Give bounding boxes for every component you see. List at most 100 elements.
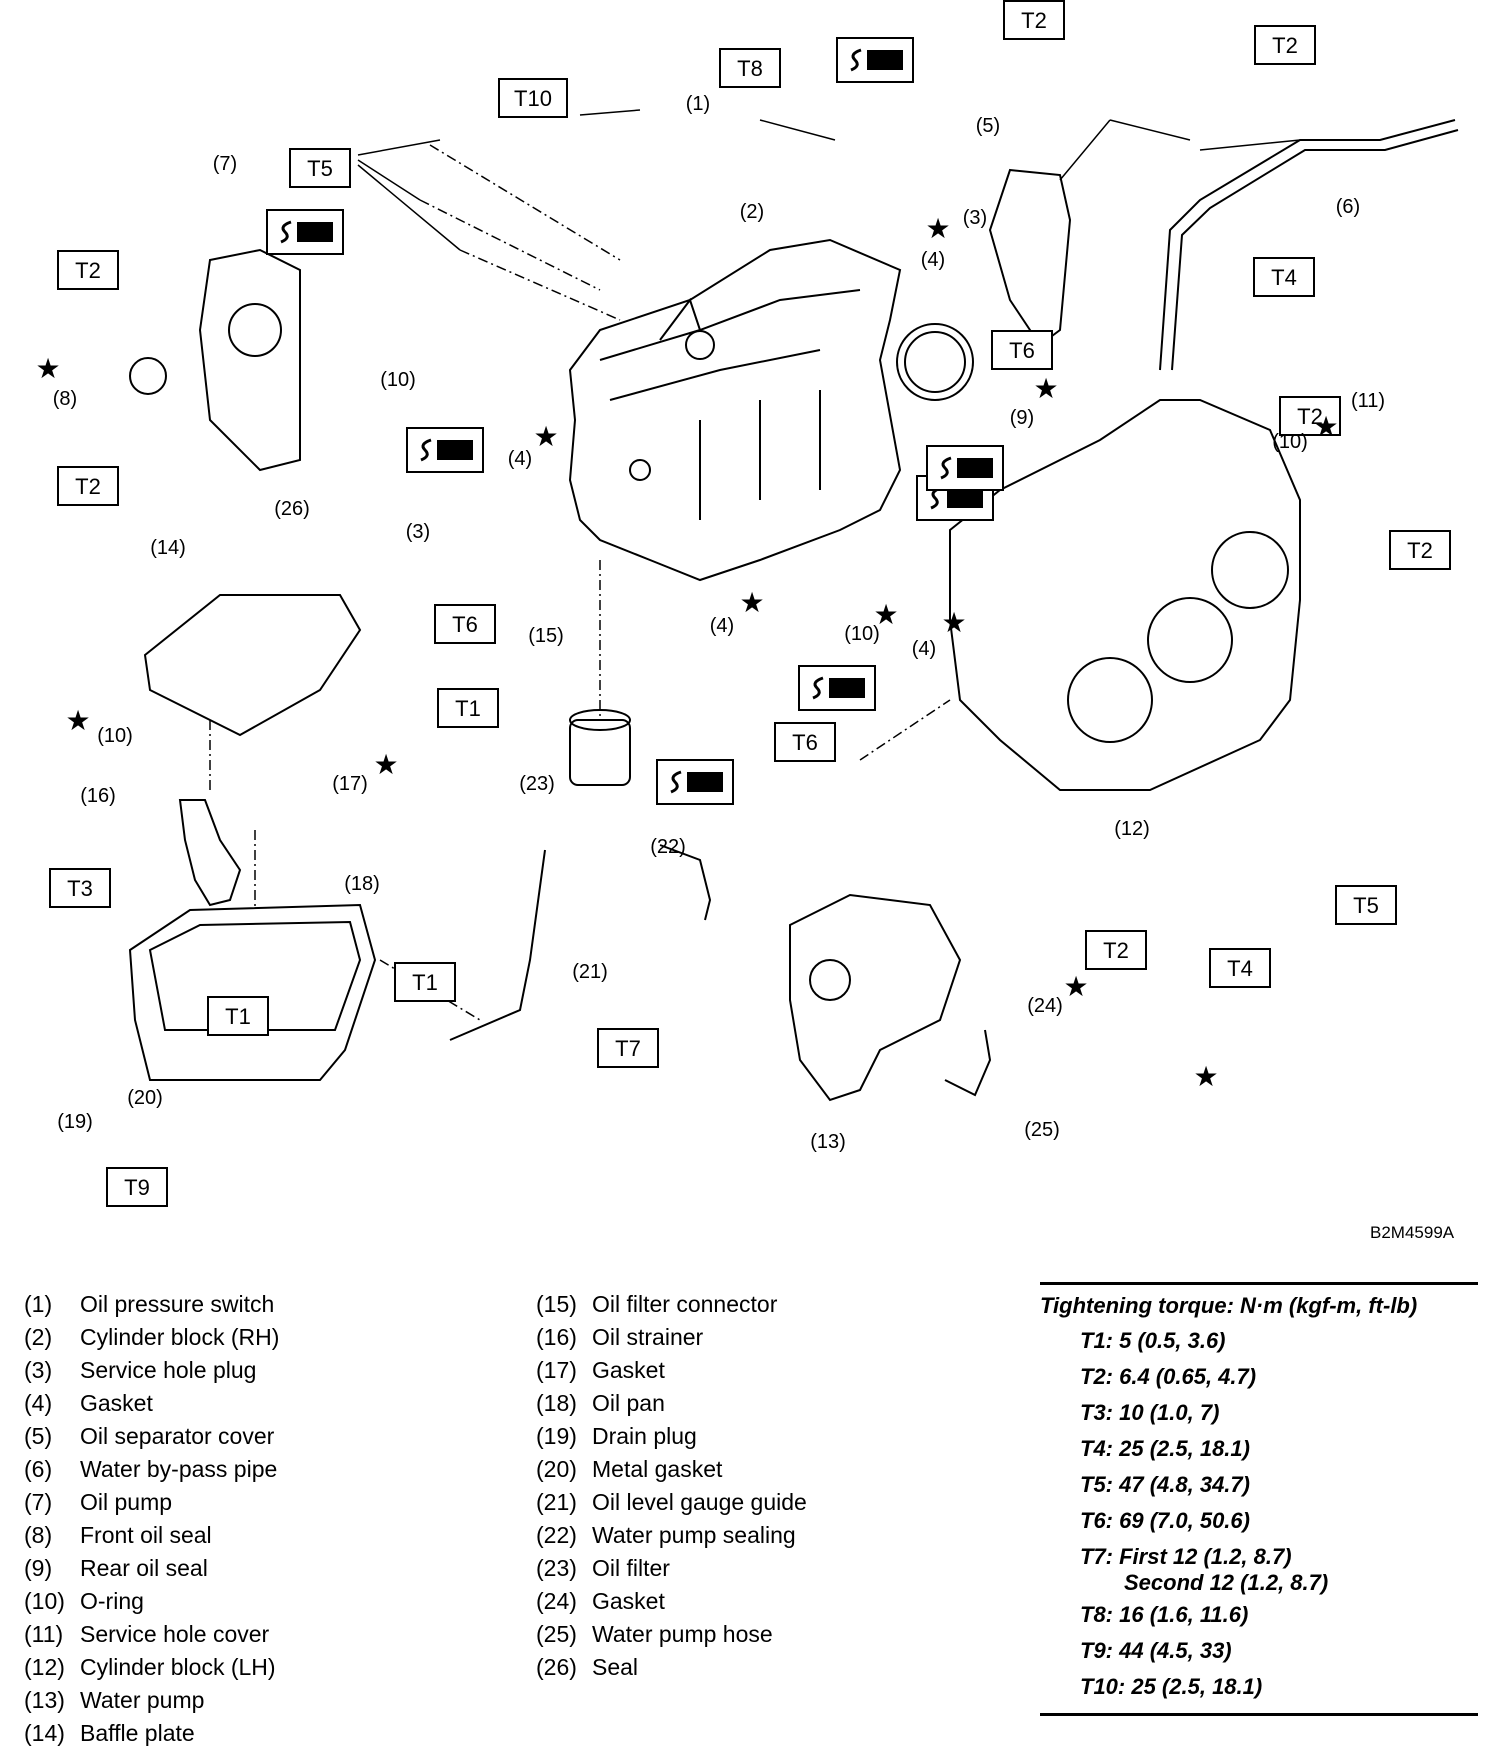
oil-pump-bore bbox=[228, 303, 282, 357]
legend-number: (17) bbox=[536, 1357, 577, 1383]
legend-number: (2) bbox=[24, 1324, 53, 1350]
star-mark: ★ bbox=[533, 421, 558, 452]
torque-tag-label: T1 bbox=[225, 1004, 251, 1029]
legend-item: (9)Rear oil seal bbox=[24, 1552, 279, 1585]
part-callout: (16) bbox=[80, 785, 116, 807]
legend-number: (6) bbox=[24, 1456, 53, 1482]
torque-tag: T1 bbox=[207, 996, 269, 1036]
part-callout: (2) bbox=[740, 201, 764, 223]
legend-number: (25) bbox=[536, 1621, 577, 1647]
legend-item: (4) Gasket bbox=[24, 1387, 279, 1420]
legend-number: (5) bbox=[24, 1423, 53, 1449]
torque-value: T9: 44 (4.5, 33) bbox=[1080, 1638, 1232, 1663]
torque-tag: T4 bbox=[1253, 257, 1315, 297]
torque-tag-label: T9 bbox=[124, 1175, 150, 1200]
oil-separator-cover bbox=[988, 168, 1072, 347]
legend-label: Gasket bbox=[80, 1390, 153, 1416]
torque-tag: T1 bbox=[394, 962, 456, 1002]
part-callout: (6) bbox=[1336, 196, 1360, 218]
torque-tag-label: T7 bbox=[615, 1036, 641, 1061]
star-mark: ★ bbox=[65, 705, 90, 736]
legend-number: (12) bbox=[24, 1654, 65, 1680]
legend-label: Oil pan bbox=[592, 1390, 665, 1416]
legend-label: Gasket bbox=[592, 1588, 665, 1614]
part-callout: (19) bbox=[57, 1111, 93, 1133]
torque-tag: T2 bbox=[1389, 530, 1451, 570]
torque-tag-label: T2 bbox=[1407, 538, 1433, 563]
legend-label: Front oil seal bbox=[80, 1522, 212, 1548]
water-pump bbox=[789, 893, 962, 1102]
legend-label: Oil filter bbox=[592, 1555, 670, 1581]
cylinder-bore bbox=[1067, 657, 1153, 743]
cylinder-block-rh bbox=[568, 238, 902, 582]
part-callout: (8) bbox=[53, 388, 77, 410]
water-bypass-pipe bbox=[1159, 119, 1456, 371]
torque-tag: T10 bbox=[498, 78, 568, 118]
torque-rule-bottom bbox=[1040, 1713, 1478, 1716]
torque-tag-label: T3 bbox=[67, 876, 93, 901]
legend-label: Cylinder block (LH) bbox=[80, 1654, 276, 1680]
legend-label: Oil pressure switch bbox=[80, 1291, 275, 1317]
part-callout: (11) bbox=[1351, 390, 1385, 412]
sealant-symbol-icon bbox=[926, 445, 1004, 491]
torque-tag: T5 bbox=[289, 148, 351, 188]
sealant-symbol-icon bbox=[266, 209, 344, 255]
sealant-symbol-icon bbox=[406, 427, 484, 473]
star-mark: ★ bbox=[1313, 411, 1338, 442]
legend-number: (22) bbox=[536, 1522, 577, 1548]
legend-item: (6) Water by-pass pipe bbox=[24, 1453, 279, 1486]
star-mark: ★ bbox=[941, 607, 966, 638]
legend-item: (15)Oil filter connector bbox=[536, 1288, 807, 1321]
torque-tag-label: T6 bbox=[452, 612, 478, 637]
star-mark: ★ bbox=[1033, 373, 1058, 404]
torque-rows: T1: 5 (0.5, 3.6)T2: 6.4 (0.65, 4.7)T3: 1… bbox=[1040, 1323, 1478, 1705]
part-callout: (3) bbox=[963, 207, 987, 229]
legend-item: (23) Oil filter bbox=[536, 1552, 807, 1585]
torque-tag: T6 bbox=[991, 330, 1053, 370]
legend-number: (7) bbox=[24, 1489, 53, 1515]
torque-tag-label: T5 bbox=[1353, 893, 1379, 918]
oil-pump bbox=[198, 248, 301, 472]
parts-legend-left: (1)Oil pressure switch(2)Cylinder block … bbox=[24, 1288, 279, 1750]
legend-label: Cylinder block (RH) bbox=[80, 1324, 280, 1350]
legend-label: Service hole plug bbox=[80, 1357, 257, 1383]
star-mark: ★ bbox=[1063, 971, 1088, 1002]
part-callout: (1) bbox=[686, 93, 710, 115]
part-callout: (21) bbox=[572, 961, 608, 983]
legend-item: (11)Service hole cover bbox=[24, 1618, 279, 1651]
oil-filter bbox=[569, 719, 631, 786]
legend-number: (4) bbox=[24, 1390, 53, 1416]
legend-label: Water by-pass pipe bbox=[80, 1456, 278, 1482]
torque-value: T6: 69 (7.0, 50.6) bbox=[1080, 1508, 1250, 1533]
torque-tag-label: T6 bbox=[1009, 338, 1035, 363]
part-callout: (22) bbox=[650, 836, 686, 858]
water-bypass-pipe-edge bbox=[1171, 129, 1459, 371]
torque-tag-label: T1 bbox=[455, 696, 481, 721]
legend-label: Oil strainer bbox=[592, 1324, 704, 1350]
torque-tag-label: T2 bbox=[1272, 33, 1298, 58]
oil-pan-inner bbox=[148, 920, 362, 1031]
torque-tag-label: T4 bbox=[1271, 265, 1297, 290]
legend-number: (14) bbox=[24, 1720, 65, 1746]
torque-value: T10: 25 (2.5, 18.1) bbox=[1080, 1674, 1263, 1699]
legend-label: Oil separator cover bbox=[80, 1423, 275, 1449]
torque-tag-label: T2 bbox=[1021, 8, 1047, 33]
part-callout: (13) bbox=[810, 1131, 846, 1153]
legend-item: (26)Seal bbox=[536, 1651, 807, 1684]
star-mark: ★ bbox=[739, 587, 764, 618]
part-callout: (25) bbox=[1024, 1119, 1060, 1141]
legend-label: Water pump sealing bbox=[592, 1522, 796, 1548]
part-callout: (3) bbox=[406, 521, 430, 543]
legend-label: Gasket bbox=[592, 1357, 665, 1383]
oil-strainer bbox=[178, 799, 242, 907]
torque-tag-label: T2 bbox=[75, 258, 101, 283]
torque-value: T1: 5 (0.5, 3.6) bbox=[1080, 1328, 1226, 1353]
rear-oil-seal-inner bbox=[904, 331, 966, 393]
sealant-symbol-icon bbox=[656, 759, 734, 805]
torque-value: T7: First 12 (1.2, 8.7) bbox=[1080, 1544, 1292, 1569]
part-callout: (9) bbox=[1010, 407, 1034, 429]
legend-number: (23) bbox=[536, 1555, 577, 1581]
legend-label: Rear oil seal bbox=[80, 1555, 208, 1581]
torque-tag-label: T2 bbox=[1103, 938, 1129, 963]
torque-tag: T8 bbox=[719, 48, 781, 88]
